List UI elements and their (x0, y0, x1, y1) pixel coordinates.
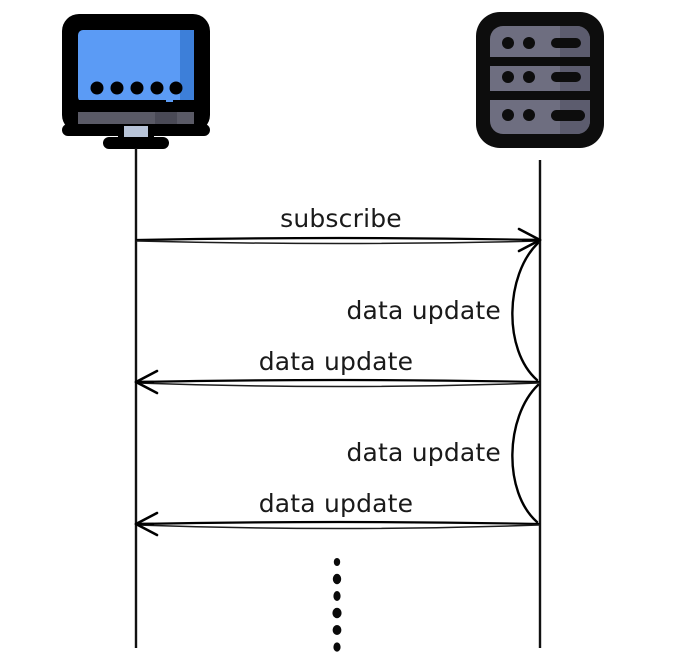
server-led (502, 109, 514, 121)
message-data-update-1[interactable]: data update (134, 347, 541, 395)
monitor-icon (62, 14, 210, 149)
message-label-data-update-1: data update (259, 347, 414, 376)
message-self-loop-2[interactable]: data update (346, 383, 540, 524)
server-led (523, 37, 535, 49)
message-label-self-loop-1: data update (346, 296, 501, 325)
monitor-screen-dot (90, 81, 104, 95)
server-led (502, 37, 514, 49)
server-slot-bar (551, 38, 581, 48)
monitor-stand-chip (124, 126, 148, 139)
monitor-screen-dot (150, 81, 164, 95)
server-led (502, 71, 514, 83)
server-led (523, 109, 535, 121)
vertical-ellipsis-icon (332, 558, 342, 652)
message-subscribe[interactable]: subscribe (135, 204, 542, 253)
monitor-screen-dot (110, 81, 124, 95)
message-label-self-loop-2: data update (346, 438, 501, 467)
monitor-screen-dot (130, 81, 144, 95)
message-label-subscribe: subscribe (280, 204, 402, 233)
server-led (523, 71, 535, 83)
message-self-loop-1[interactable]: data update (346, 241, 540, 382)
server-icon (476, 12, 604, 148)
message-data-update-2[interactable]: data update (134, 489, 541, 537)
monitor-screen-dot (169, 81, 183, 95)
server-slot-bar (551, 110, 585, 121)
message-label-data-update-2: data update (259, 489, 414, 518)
server-slot-bar (551, 72, 581, 82)
